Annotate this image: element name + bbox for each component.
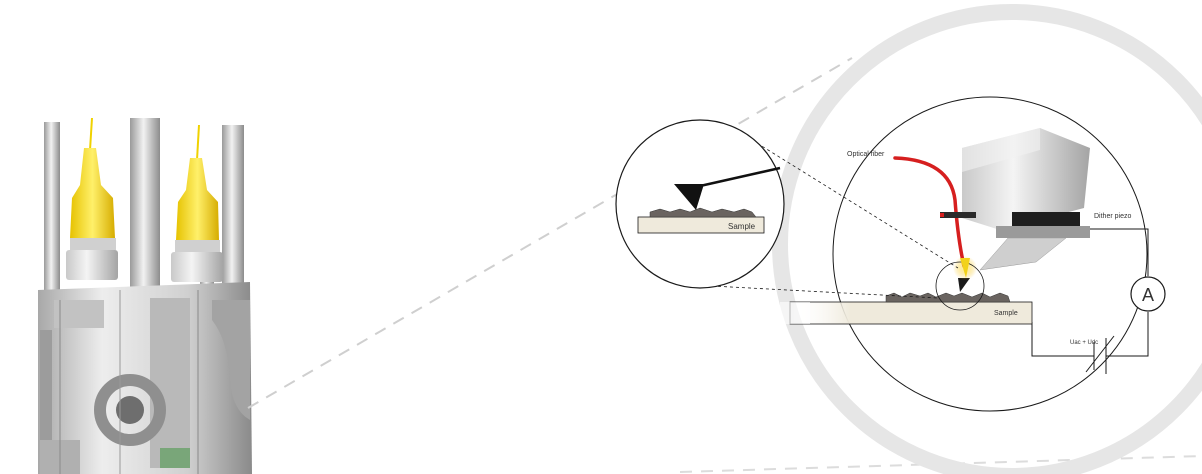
green-component [160,448,190,468]
scan-head-illustration [38,118,252,474]
yellow-connector-right [176,158,219,240]
background-ring [780,12,1202,474]
sample-label-zoom: Sample [728,222,756,231]
rod-left [44,122,60,312]
piezo-base [996,226,1090,238]
fiber-lead-left [90,118,92,150]
ferrule-left [70,238,116,250]
body-slot-2 [150,298,190,468]
voltage-label: Uac + Udc [1070,340,1098,346]
body-slot-1 [54,300,104,328]
fiber-lead-right [197,125,199,160]
ammeter-label: A [1142,285,1154,305]
zoom-projection-bottom [712,286,938,298]
sample-grains [886,293,1010,302]
dither-piezo [1012,212,1080,226]
sample-label-main: Sample [994,310,1018,317]
optical-fiber-label: Optical fiber [847,151,885,158]
cantilever-tip [958,278,970,292]
probe-holder [980,238,1066,270]
zoom-inset: Sample [616,120,784,288]
nut-right [171,252,223,282]
circuit-wire-left [1032,322,1094,356]
rod-center [130,118,160,298]
ferrule-right [175,240,220,252]
zoom-circle [616,120,784,288]
circuit-wire-top [1090,229,1148,276]
clamp-pin [940,212,976,218]
dither-piezo-label: Dither piezo [1094,213,1131,220]
circuit-wire-right [1106,312,1148,356]
nut-left [66,250,118,280]
yellow-connector-left [70,148,115,238]
